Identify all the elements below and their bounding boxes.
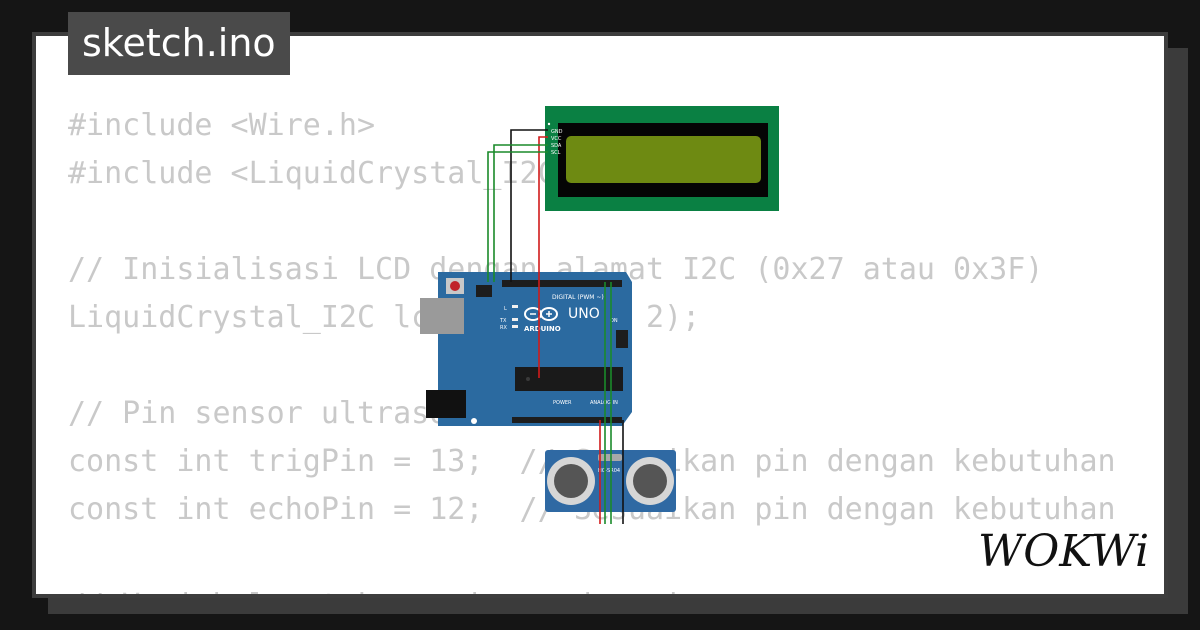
lcd-module[interactable]: GND VCC SDA SCL [545,106,779,211]
code-background: #include <Wire.h>#include <LiquidCrystal… [68,102,1116,594]
l-led-label: L [504,306,507,312]
usb-port [420,298,464,334]
atmega-chip [515,367,623,391]
power-analog-header [512,417,622,423]
ultrasonic-sensor[interactable]: HC-SR04 [545,450,676,512]
wokwi-logo: WOKWi [978,528,1149,576]
wire-lcd-sda [493,144,548,282]
wires [487,129,624,524]
analog-header-label: ANALOG IN [590,400,618,406]
icsp-header [476,285,492,297]
tx-led-label: TX [499,318,507,324]
digital-header [502,280,622,287]
l-led [512,305,518,308]
wire-lcd-vcc [538,136,548,378]
power-jack [426,390,466,418]
arduino-infinity-icon [524,307,558,321]
lcd-screen [566,136,761,183]
icsp-header-2 [616,330,628,348]
lcd-pin-scl: SCL [551,150,561,156]
wokwi-logo-text: WOKWi [978,528,1149,576]
wire-lcd-gnd [510,129,548,282]
digital-header-label: DIGITAL (PWM ~) [552,294,604,301]
rx-led-label: RX [500,325,507,331]
arduino-brand-label: ARDUINO [524,325,561,333]
filename-tab[interactable]: sketch.ino [68,12,290,75]
lcd-pin-gnd: GND [551,129,563,135]
lcd-pin-dot [547,122,551,126]
mounting-hole [471,418,477,424]
tx-led [512,318,518,321]
wire-lcd-scl [487,151,548,282]
sensor-label: HC-SR04 [598,468,620,474]
code-line-11: // Variabel untuk menyimpan durasi [68,582,1116,594]
sensor-crystal [598,454,622,461]
lcd-pin-sda: SDA [551,143,562,149]
code-line-1: #include <Wire.h> [68,108,376,143]
reset-button[interactable] [450,281,460,291]
arduino-model-label: UNO [568,306,600,322]
rx-led [512,325,518,328]
sensor-mesh-left [554,464,588,498]
on-led-label: ON [610,318,618,324]
sensor-mesh-right [633,464,667,498]
power-header-label: POWER [553,400,572,406]
arduino-uno-board[interactable]: DIGITAL (PWM ~) L TX RX UNO ARDUINO ON P… [420,272,632,426]
chip-notch [526,377,530,381]
lcd-pin-vcc: VCC [551,136,562,142]
